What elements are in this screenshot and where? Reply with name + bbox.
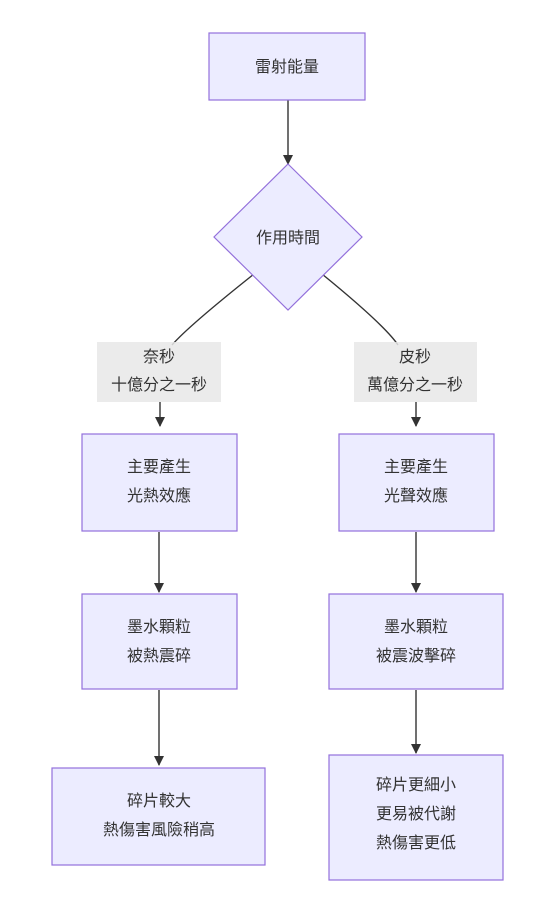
node-ns-result: 碎片較大 熱傷害風險稍高 — [51, 767, 266, 866]
node-ps-breakup-line-2: 被震波擊碎 — [376, 646, 456, 665]
node-ns-effect: 主要產生 光熱效應 — [81, 433, 238, 532]
node-ns-breakup: 墨水顆粒 被熱震碎 — [81, 593, 238, 690]
node-action-time-decision: 作用時間 — [213, 163, 363, 311]
node-ps-effect-line-2: 光聲效應 — [384, 486, 448, 505]
node-ps-breakup: 墨水顆粒 被震波擊碎 — [328, 593, 504, 690]
node-ns-result-line-2: 熱傷害風險稍高 — [103, 820, 215, 839]
node-ns-breakup-line-2: 被熱震碎 — [127, 646, 191, 665]
node-ns-effect-line-2: 光熱效應 — [127, 486, 191, 505]
node-ps-result-line-1: 碎片更細小 — [376, 775, 456, 794]
node-ps-result-line-2: 更易被代謝 — [376, 804, 456, 823]
edge-duration-to-nanosecond — [171, 273, 255, 346]
node-ps-effect-line-1: 主要產生 — [384, 457, 448, 476]
node-ps-result: 碎片更細小 更易被代謝 熱傷害更低 — [328, 754, 504, 881]
edge-label-nanosecond: 奈秒 十億分之一秒 — [97, 342, 221, 402]
edge-label-nanosecond-line-1: 奈秒 — [143, 347, 175, 366]
node-action-time-label: 作用時間 — [256, 228, 320, 247]
edge-duration-to-picosecond — [321, 273, 399, 346]
node-ns-effect-line-1: 主要產生 — [127, 457, 191, 476]
edge-label-picosecond: 皮秒 萬億分之一秒 — [354, 342, 477, 402]
node-ps-result-line-3: 熱傷害更低 — [376, 833, 456, 852]
node-laser-energy-label: 雷射能量 — [255, 57, 319, 76]
node-ps-breakup-line-1: 墨水顆粒 — [384, 617, 448, 636]
node-ps-effect: 主要產生 光聲效應 — [338, 433, 495, 532]
edge-label-picosecond-line-2: 萬億分之一秒 — [367, 375, 463, 394]
node-ns-result-line-1: 碎片較大 — [127, 791, 191, 810]
node-ns-breakup-line-1: 墨水顆粒 — [127, 617, 191, 636]
edge-label-picosecond-line-1: 皮秒 — [399, 347, 431, 366]
node-laser-energy: 雷射能量 — [208, 32, 366, 101]
edge-label-nanosecond-line-2: 十億分之一秒 — [111, 375, 207, 394]
